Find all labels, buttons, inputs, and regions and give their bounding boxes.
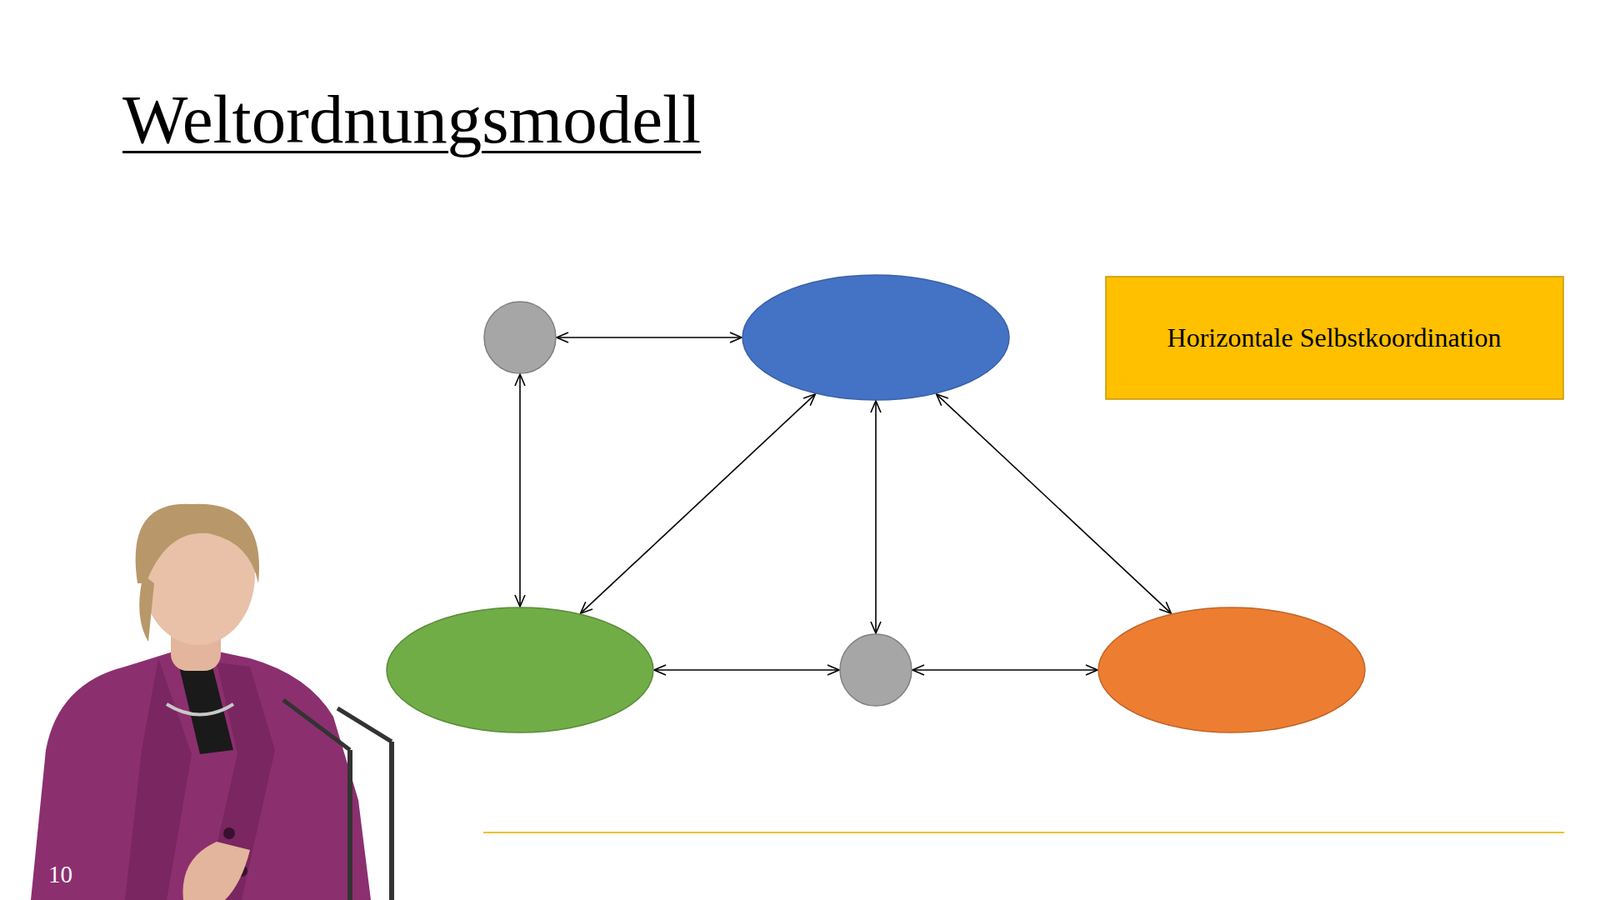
ellipse-outline <box>385 606 655 734</box>
power-ellipse <box>385 606 655 734</box>
power-ellipse <box>1097 606 1366 734</box>
ellipse-outline <box>1097 606 1366 734</box>
page-number: 10 <box>48 860 73 890</box>
double-arrow <box>519 374 521 607</box>
ellipse-outline <box>741 274 1010 401</box>
ellipse-outline <box>839 633 913 707</box>
node-text: Horizontale Selbstkoordination <box>1167 321 1502 354</box>
concept-box: Horizontale Selbstkoordination <box>1105 275 1565 400</box>
double-arrow <box>580 394 816 614</box>
portrait-illustration <box>30 504 392 900</box>
double-arrow <box>936 394 1172 614</box>
double-arrow <box>654 669 840 671</box>
double-arrow <box>875 400 877 634</box>
accent-line <box>483 831 1565 834</box>
double-arrow <box>912 669 1098 671</box>
double-arrow <box>556 336 742 339</box>
ellipse-outline <box>483 300 557 375</box>
actor-circle <box>483 300 557 375</box>
slide-title: Weltordnungsmodell <box>122 81 701 158</box>
actor-circle <box>839 633 913 707</box>
power-ellipse <box>741 274 1010 401</box>
